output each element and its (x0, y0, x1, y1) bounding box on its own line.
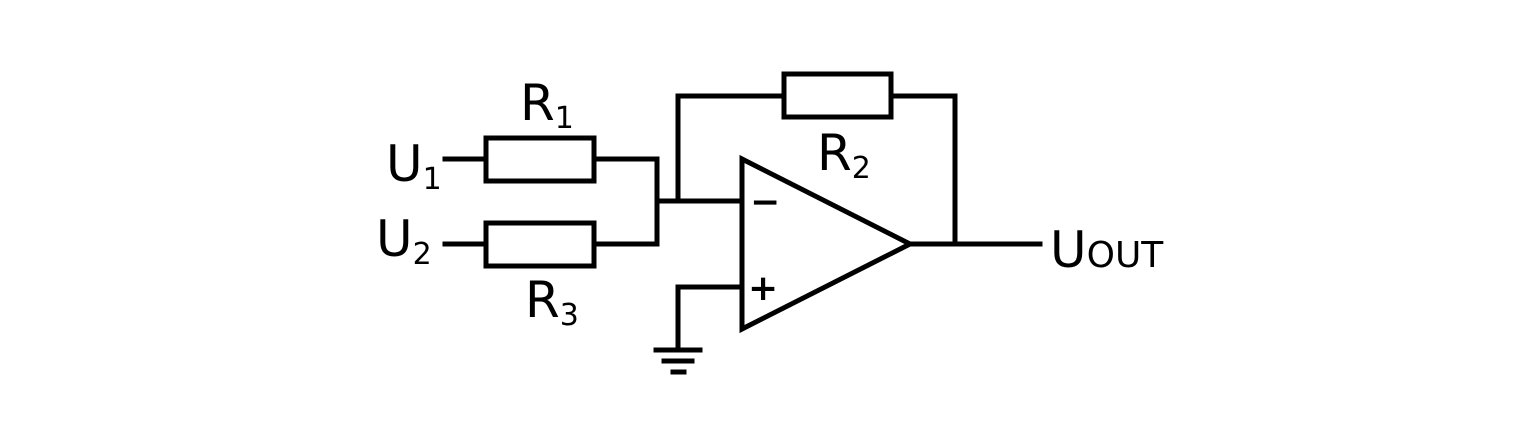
label-r2: R2 (817, 124, 871, 186)
opamp-triangle (739, 154, 916, 334)
label-r3: R3 (525, 271, 579, 333)
label-r1: R1 (520, 74, 574, 136)
resistor-r2 (781, 71, 894, 120)
resistor-r1 (483, 135, 597, 184)
wire-noninverting-to-ground (675, 284, 745, 353)
wire-feedback-left (675, 93, 787, 204)
label-u1: U1 (386, 135, 442, 197)
wire-feedback-right (888, 93, 958, 247)
resistor-r3 (483, 220, 597, 269)
ground-icon (653, 347, 703, 375)
non-inverting-input-sign: + (748, 268, 778, 309)
label-u2: U2 (376, 210, 432, 272)
label-uout: UOUT (1050, 221, 1164, 279)
inverting-input-sign: − (750, 182, 780, 223)
